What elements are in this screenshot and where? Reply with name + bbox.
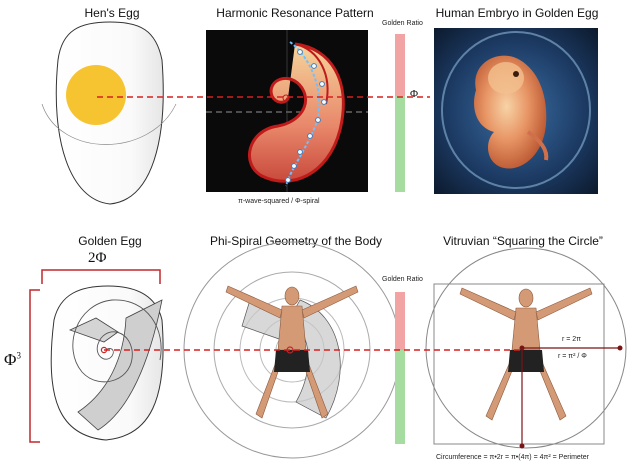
vitruvian-formula: Circumference = π•2r = π•(4π) = 4π² = Pe… bbox=[436, 454, 589, 461]
vitruvian-r2: r = π² / Φ bbox=[558, 353, 587, 360]
phi-body-figure bbox=[183, 241, 401, 459]
golden-egg-height-base: Φ bbox=[4, 350, 17, 369]
human-embryo-image bbox=[434, 28, 598, 194]
phi-marker-top: Φ bbox=[410, 88, 419, 100]
golden-egg-spiral bbox=[72, 299, 162, 383]
harmonic-title: Harmonic Resonance Pattern bbox=[216, 6, 374, 20]
harmonic-spiral-shape bbox=[247, 42, 345, 183]
golden-egg-width-bracket bbox=[41, 269, 161, 284]
golden-egg-height-bracket bbox=[29, 289, 40, 443]
golden-egg bbox=[29, 269, 164, 443]
golden-egg-title: Golden Egg bbox=[78, 234, 142, 248]
hens-egg bbox=[41, 21, 177, 205]
phi-body-human bbox=[225, 285, 359, 419]
golden-ratio-label-bottom: Golden Ratio bbox=[382, 276, 423, 283]
golden-ratio-label-top: Golden Ratio bbox=[382, 20, 423, 27]
harmonic-resonance-pattern bbox=[206, 30, 368, 192]
golden-ratio-bar-bottom bbox=[395, 292, 405, 444]
golden-egg-spiral-band bbox=[77, 299, 163, 431]
harmonic-caption: π-wave-squared / Φ-spiral bbox=[238, 198, 320, 205]
vitruvian-figure bbox=[425, 247, 627, 449]
golden-egg-height-label: Φ3 bbox=[4, 350, 21, 370]
golden-ratio-bar-top bbox=[395, 34, 405, 192]
vitruvian-r1: r = 2π bbox=[562, 336, 582, 343]
vitruvian-human bbox=[459, 287, 593, 421]
harmonic-wave-dots bbox=[285, 41, 321, 187]
golden-egg-width-label: 2Φ bbox=[88, 250, 107, 266]
vitruvian-title: Vitruvian “Squaring the Circle” bbox=[443, 234, 603, 248]
embryo-title: Human Embryo in Golden Egg bbox=[435, 6, 599, 20]
hens-egg-inner-curve bbox=[41, 103, 177, 145]
golden-egg-height-exp: 3 bbox=[16, 350, 21, 361]
hens-egg-title: Hen's Egg bbox=[84, 6, 140, 20]
phi-body-title: Phi-Spiral Geometry of the Body bbox=[209, 234, 383, 248]
harmonic-spiral-inner bbox=[294, 43, 329, 105]
hens-egg-yolk bbox=[66, 65, 126, 125]
